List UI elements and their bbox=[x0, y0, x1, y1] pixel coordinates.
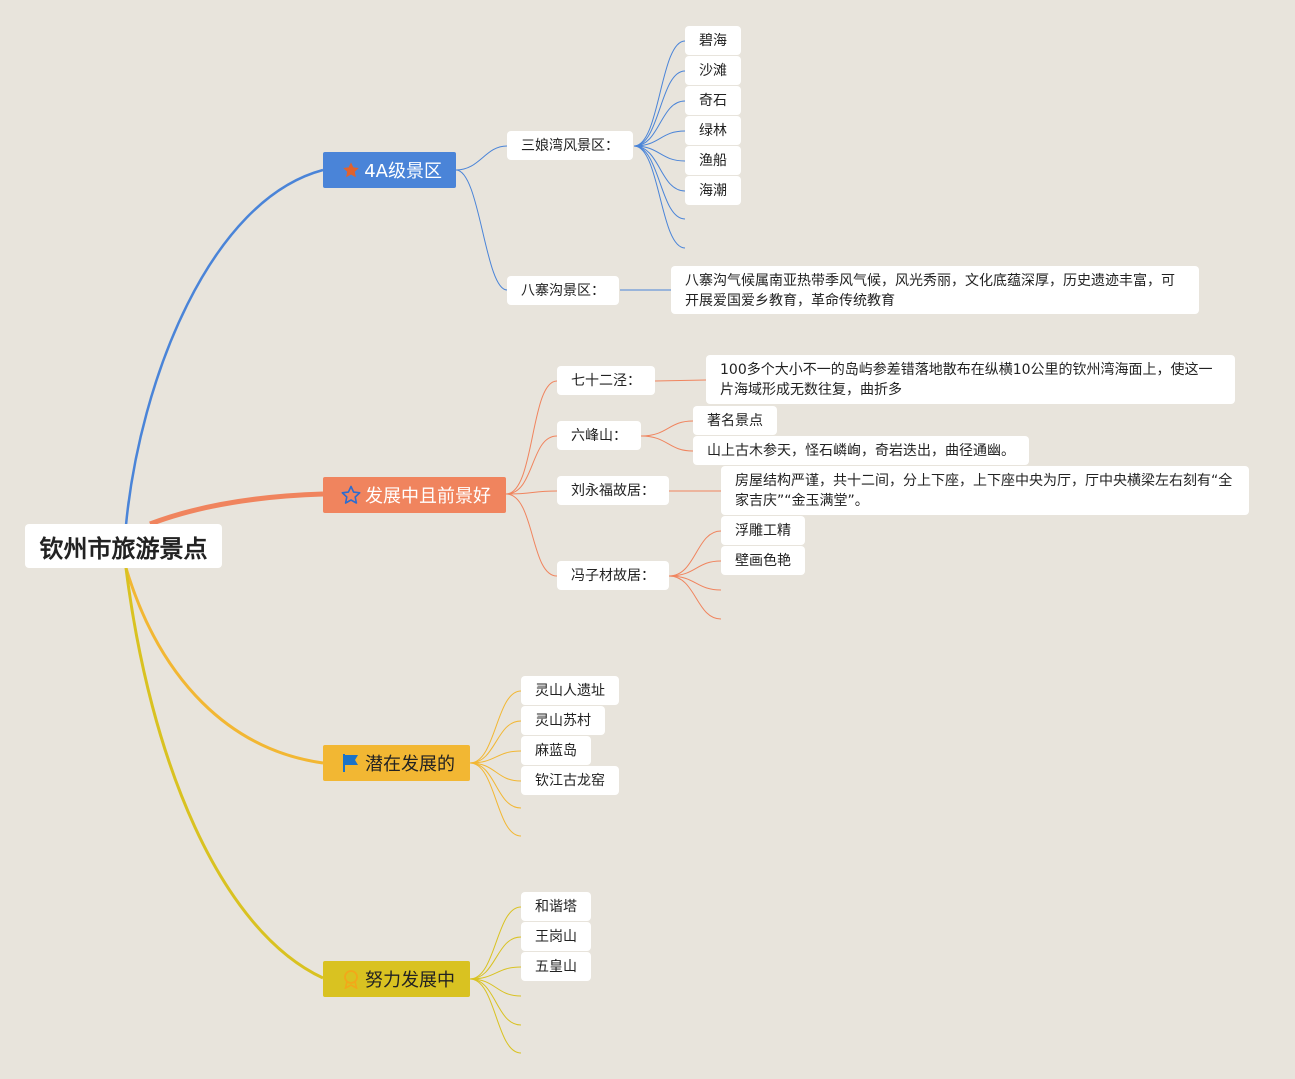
root-topic-label: 钦州市旅游景点 bbox=[39, 534, 208, 563]
subtopic-sanniangwan[interactable]: 三娘湾风景区： bbox=[507, 131, 633, 160]
leaf-shatan[interactable]: 沙滩 bbox=[685, 56, 741, 85]
leaf-liuyongfu-desc[interactable]: 房屋结构严谨，共十二间，分上下座，上下座中央为厅，厅中央横梁左右刻有“全家吉庆”… bbox=[721, 466, 1249, 515]
branch-developing-label: 发展中且前景好 bbox=[365, 486, 491, 507]
leaf-wuhuangshan[interactable]: 五皇山 bbox=[521, 952, 591, 981]
star-filled-icon bbox=[341, 160, 360, 180]
branch-effort-label: 努力发展中 bbox=[365, 970, 455, 991]
leaf-lingshan-site[interactable]: 灵山人遗址 bbox=[521, 676, 619, 705]
subtopic-qishierjing[interactable]: 七十二泾： bbox=[557, 366, 655, 395]
leaf-haichao[interactable]: 海潮 bbox=[685, 176, 741, 205]
leaf-lvlin[interactable]: 绿林 bbox=[685, 116, 741, 145]
leaf-malandao[interactable]: 麻蓝岛 bbox=[521, 736, 591, 765]
leaf-qishi[interactable]: 奇石 bbox=[685, 86, 741, 115]
branch-4a-label: 4A级景区 bbox=[364, 161, 442, 182]
flag-icon bbox=[341, 753, 361, 773]
leaf-famous-spot[interactable]: 著名景点 bbox=[693, 406, 777, 435]
leaf-qinjiang-kiln[interactable]: 钦江古龙窑 bbox=[521, 766, 619, 795]
leaf-liufengshan-desc[interactable]: 山上古木参天，怪石嶙峋，奇岩迭出，曲径通幽。 bbox=[693, 436, 1029, 465]
award-ribbon-icon bbox=[341, 969, 361, 989]
branch-effort[interactable]: 努力发展中 bbox=[323, 961, 470, 997]
subtopic-bazhaigou[interactable]: 八寨沟景区： bbox=[507, 276, 619, 305]
branch-developing[interactable]: 发展中且前景好 bbox=[323, 477, 506, 513]
subtopic-liufengshan[interactable]: 六峰山： bbox=[557, 421, 641, 450]
star-outline-icon bbox=[341, 485, 361, 505]
leaf-hexieta[interactable]: 和谐塔 bbox=[521, 892, 591, 921]
leaf-fudiao[interactable]: 浮雕工精 bbox=[721, 516, 805, 545]
branch-potential-label: 潜在发展的 bbox=[365, 754, 455, 775]
leaf-bazhaigou-desc[interactable]: 八寨沟气候属南亚热带季风气候，风光秀丽，文化底蕴深厚，历史遗迹丰富，可开展爱国爱… bbox=[671, 266, 1199, 314]
branch-potential[interactable]: 潜在发展的 bbox=[323, 745, 470, 781]
leaf-bihai[interactable]: 碧海 bbox=[685, 26, 741, 55]
leaf-bihua[interactable]: 壁画色艳 bbox=[721, 546, 805, 575]
subtopic-liuyongfu[interactable]: 刘永福故居： bbox=[557, 476, 669, 505]
leaf-lingshan-sucun[interactable]: 灵山苏村 bbox=[521, 706, 605, 735]
leaf-wanggangshan[interactable]: 王岗山 bbox=[521, 922, 591, 951]
branch-4a[interactable]: 4A级景区 bbox=[323, 152, 456, 188]
subtopic-fengzicai[interactable]: 冯子材故居： bbox=[557, 561, 669, 590]
leaf-yuchuan[interactable]: 渔船 bbox=[685, 146, 741, 175]
leaf-qishierjing-desc[interactable]: 100多个大小不一的岛屿参差错落地散布在纵横10公里的钦州湾海面上，使这一片海域… bbox=[706, 355, 1235, 404]
root-topic[interactable]: 钦州市旅游景点 bbox=[25, 524, 222, 568]
